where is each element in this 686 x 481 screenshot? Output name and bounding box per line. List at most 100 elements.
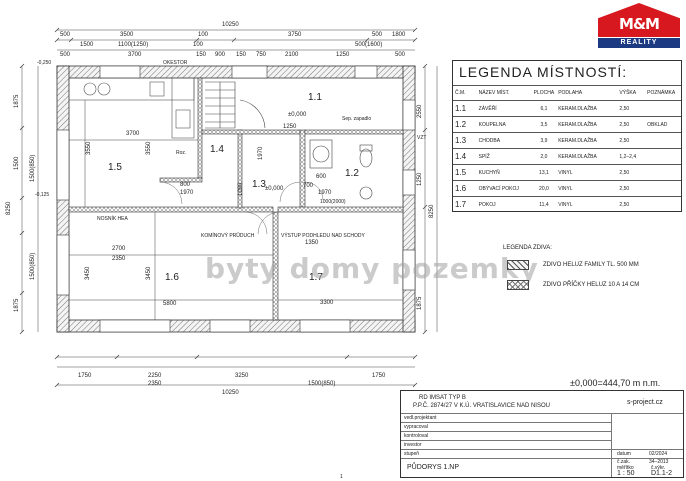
- col-header: PLOCHA: [531, 85, 557, 101]
- scale-value: 1 : 50: [617, 470, 635, 477]
- legend-cell: 2,50: [617, 180, 646, 197]
- legend-cell: 1.7: [453, 196, 477, 212]
- elevation-note: ±0,000=444,70 m n.m.: [570, 378, 661, 388]
- parcel-info: P.P.Č. 2874/27 V K.Ú. VRATISLAVICE NAD N…: [413, 403, 550, 409]
- dim-text: 500: [60, 32, 71, 38]
- legend-cell: [645, 132, 681, 149]
- room-label: 1.1: [308, 92, 322, 103]
- no-value: 34–2013: [649, 459, 669, 465]
- logo-brand: M&M: [619, 15, 660, 33]
- wall-legend-item: ZDIVO PŘÍČKY HELUZ 10 A 14 CM: [543, 282, 640, 288]
- legend-cell: 1.3: [453, 132, 477, 149]
- legend-cell: 1.5: [453, 164, 477, 181]
- wall-legend-title: LEGENDA ZDIVA:: [503, 245, 552, 251]
- level-mark: ±0,000: [288, 112, 307, 118]
- room-legend-table: Č.M. NÁZEV MÍST. PLOCHA PODLAHA VÝŠKA PO…: [453, 85, 681, 212]
- sheet-value: D1.1-2: [651, 470, 673, 477]
- legend-cell: 3,5: [531, 116, 557, 133]
- dim-bottom-total: 10250: [222, 390, 239, 396]
- col-header: VÝŠKA: [617, 85, 646, 101]
- dimension-ticks: [19, 27, 428, 388]
- scale-label: měřítko: [617, 465, 634, 471]
- field-label: vypracoval: [404, 424, 428, 430]
- dim-text: 500: [60, 52, 71, 58]
- note-sep: Sep. zapadlo: [342, 116, 372, 122]
- dim-text: 100: [198, 32, 209, 38]
- legend-cell: 2,50: [617, 196, 646, 212]
- field-label: stupeň: [404, 451, 420, 457]
- dim-text: 1350: [305, 240, 319, 246]
- legend-cell: KERAM.DLAŽBA: [556, 100, 618, 117]
- sheet-label: č.výkr.: [651, 465, 666, 471]
- dim-text: 8250: [6, 201, 12, 215]
- legend-cell: CHODBA: [476, 132, 532, 149]
- room-legend: LEGENDA MÍSTNOSTÍ: Č.M. NÁZEV MÍST. PLOC…: [452, 60, 682, 212]
- legend-cell: 2,50: [617, 132, 646, 149]
- legend-cell: 11,4: [531, 196, 557, 212]
- windows: [56, 65, 416, 333]
- logo-sub: REALITY: [598, 38, 680, 48]
- legend-cell: VINYL: [556, 180, 618, 197]
- staircase: [205, 81, 266, 129]
- dim-text: 1500(850): [30, 252, 36, 280]
- legend-cell: KUCHYŇ: [476, 164, 532, 181]
- dim-text: 3550: [86, 141, 92, 155]
- dim-text: 1500(850): [30, 154, 36, 182]
- legend-cell: [645, 148, 681, 165]
- legend-cell: 1.6: [453, 180, 477, 197]
- field-label: vedl.projektant: [404, 415, 437, 421]
- legend-cell: 20,0: [531, 180, 557, 197]
- note-vystup: VÝSTUP PODHLEDU NAD SCHODY: [281, 233, 365, 239]
- dim-text: 1875: [417, 296, 423, 310]
- legend-cell: 1.4: [453, 148, 477, 165]
- dim-text: 2350: [112, 256, 126, 262]
- legend-cell: 13,1: [531, 164, 557, 181]
- legend-title: LEGENDA MÍSTNOSTÍ:: [459, 64, 628, 80]
- date-value: 02/2024: [649, 451, 668, 457]
- dim-text: 3500: [120, 32, 134, 38]
- legend-cell: VINYL: [556, 196, 618, 212]
- swatch-exterior-wall: [507, 260, 529, 270]
- legend-cell: 2,50: [617, 116, 646, 133]
- legend-cell: 1.2: [453, 116, 477, 133]
- legend-cell: KERAM.DLAŽBA: [556, 116, 618, 133]
- dim-text: 700: [303, 183, 314, 189]
- legend-cell: [645, 180, 681, 197]
- legend-cell: [645, 164, 681, 181]
- note-nosnik: NOSNÍK HEA: [97, 216, 128, 222]
- date-label: datum: [617, 451, 631, 457]
- dim-text: 1250: [417, 172, 423, 186]
- dim-text: 1875: [14, 298, 20, 312]
- floor-plan: [19, 27, 438, 388]
- legend-cell: 2,50: [617, 164, 646, 181]
- dim-text: 3700: [128, 52, 142, 58]
- legend-cell: KOUPELNA: [476, 116, 532, 133]
- dim-text: 500: [395, 52, 406, 58]
- room-label: 1.5: [108, 162, 122, 173]
- swatch-partition-wall: [507, 280, 529, 290]
- dim-text: 1750: [372, 373, 386, 379]
- dim-text: 150: [196, 52, 207, 58]
- room-label: 1.6: [165, 272, 179, 283]
- dim-text: 150: [236, 52, 247, 58]
- level-mark: -0,125: [35, 192, 50, 198]
- col-header: PODLAHA: [556, 85, 618, 101]
- footer-mark: 1: [340, 474, 343, 480]
- dim-text: 500: [372, 32, 383, 38]
- legend-cell: 2,50: [617, 100, 646, 117]
- dim-text: 1875: [14, 94, 20, 108]
- project-name: RD IMSAT TYP B: [419, 395, 466, 401]
- no-label: č.zak.: [617, 459, 631, 465]
- dim-text: 900: [215, 52, 226, 58]
- legend-cell: 1,2–2,4: [617, 148, 646, 165]
- dim-text: 100: [193, 42, 204, 48]
- legend-cell: ZÁVĚŘÍ: [476, 100, 532, 117]
- legend-cell: OBKLAD: [645, 116, 681, 133]
- dim-text: 750: [256, 52, 267, 58]
- dim-text: 1250: [283, 124, 297, 130]
